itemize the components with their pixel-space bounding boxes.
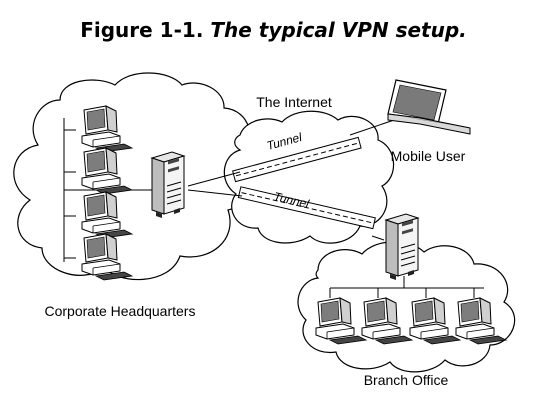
hq-to-tunnel-upper-link (187, 171, 241, 187)
mobile-user-label: Mobile User (391, 148, 466, 164)
figure-caption: The typical VPN setup. (210, 18, 467, 42)
corporate-hq-label: Corporate Headquarters (45, 303, 196, 319)
tunnel-upper (232, 136, 362, 183)
internet-label: The Internet (256, 94, 332, 110)
tunnel-lower-to-branch-link (371, 235, 385, 241)
branch-server-icon (385, 213, 419, 281)
tunnel-lower (237, 186, 376, 230)
hq-workstations (63, 105, 152, 281)
branch-office-label: Branch Office (364, 372, 449, 388)
figure-title: Figure 1-1. The typical VPN setup. (0, 18, 547, 42)
hq-to-tunnel-lower-link (187, 189, 243, 197)
corporate-hq-cloud (13, 72, 253, 281)
branch-workstations (315, 276, 507, 345)
laptop-icon (387, 79, 471, 135)
figure-number: Figure 1-1. (80, 18, 204, 42)
hq-server-icon (151, 151, 185, 219)
